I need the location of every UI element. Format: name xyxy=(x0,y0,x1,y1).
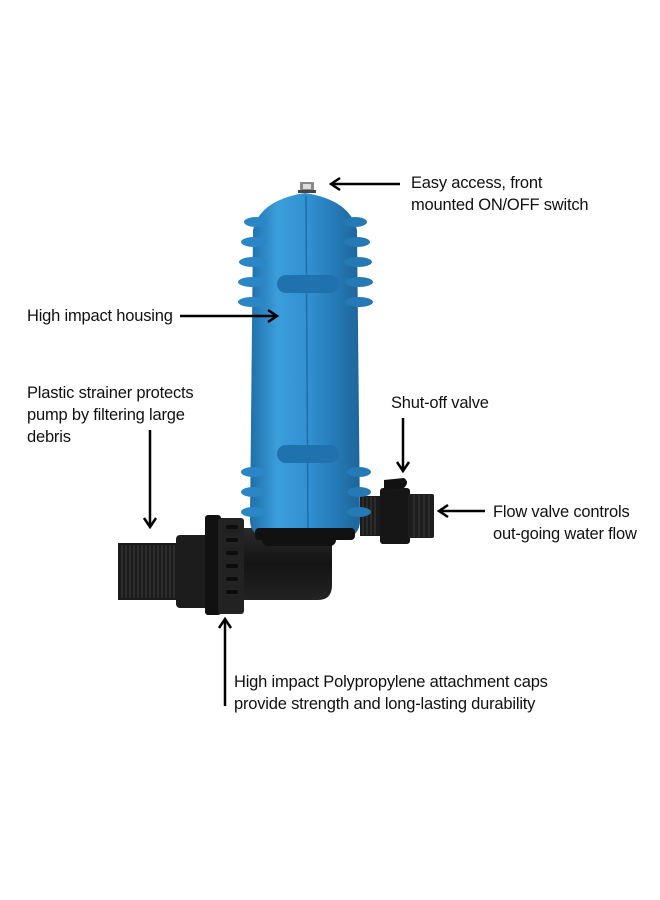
strainer xyxy=(118,535,210,608)
annotation-arrows xyxy=(142,176,485,706)
annotation-strainer: Plastic strainer protects pump by filter… xyxy=(27,384,194,446)
annotation-shutoff-valve: Shut-off valve xyxy=(391,394,489,412)
annotation-housing: High impact housing xyxy=(27,307,173,325)
power-switch xyxy=(298,182,316,193)
annotation-flow-valve: Flow valve controls out-going water flow xyxy=(493,503,637,543)
annotation-switch: Easy access, front mounted ON/OFF switch xyxy=(411,174,589,214)
attachment-cap xyxy=(205,515,244,615)
valve-fitting xyxy=(360,478,434,544)
annotation-attachment-caps: High impact Polypropylene attachment cap… xyxy=(234,673,548,713)
blue-housing xyxy=(238,193,373,540)
